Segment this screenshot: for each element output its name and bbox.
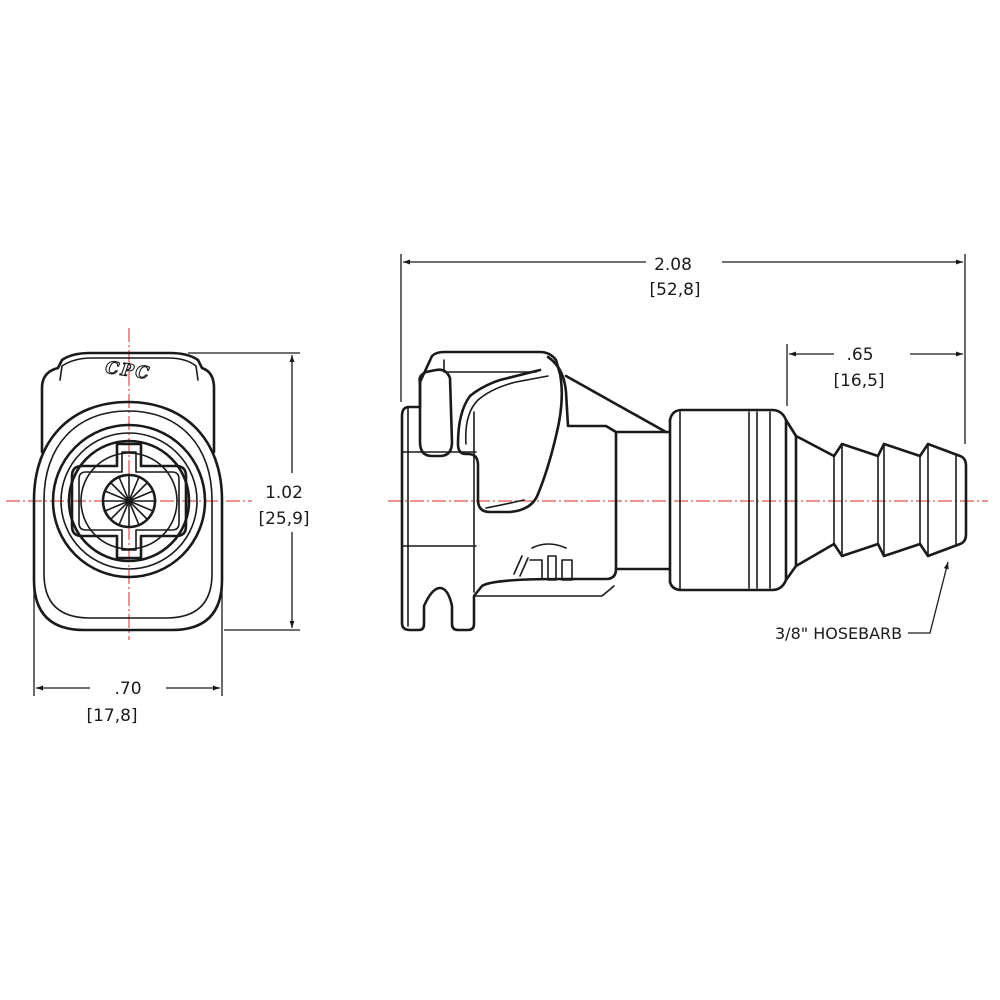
socket-ring-outer	[51, 423, 207, 579]
end-view-latch-body	[40, 351, 216, 454]
height-mm-label: [25,9]	[258, 509, 309, 529]
width-mm-label: [17,8]	[86, 706, 137, 726]
end-view-latch-cap	[59, 357, 199, 381]
barrel-grooves	[679, 411, 771, 589]
valve-cross-inner	[78, 451, 180, 551]
coupling-body-outline	[400, 355, 618, 632]
hosebarb-callout-label: 3/8" HOSEBARB	[775, 624, 902, 643]
end-view: CPC	[32, 351, 224, 632]
hose-barb	[794, 434, 968, 568]
overall-length-mm-label: [52,8]	[649, 280, 700, 300]
logo-text: CPC	[104, 358, 152, 384]
latch-finger-tab	[418, 368, 454, 458]
socket-ring-inner	[67, 439, 191, 563]
valve-center	[101, 473, 157, 529]
dimension-height: 1.02 [25,9]	[188, 352, 310, 631]
molded-marking	[513, 543, 573, 581]
socket-ring-core	[80, 452, 178, 550]
latch-ramp	[564, 374, 668, 434]
valve-star	[103, 475, 155, 527]
barb-length-mm-label: [16,5]	[833, 371, 884, 391]
side-view	[400, 350, 968, 632]
barrel	[668, 408, 788, 592]
neck-tube	[614, 418, 672, 584]
latch-button	[418, 350, 564, 514]
barb-length-inch-label: .65	[846, 345, 873, 365]
end-view-housing-outer	[32, 400, 224, 632]
end-view-housing-inner	[43, 410, 213, 619]
hose-barb-ribs	[833, 443, 957, 557]
barb-collar	[784, 418, 798, 582]
hosebarb-callout: 3/8" HOSEBARB	[775, 561, 949, 643]
valve-cross	[70, 442, 188, 560]
latch-button-inner	[464, 375, 549, 509]
overall-length-inch-label: 2.08	[654, 255, 692, 275]
latch-slot	[443, 359, 537, 373]
dimension-width: .70 [17,8]	[33, 582, 223, 726]
dimension-overall-length: 2.08 [52,8]	[400, 254, 966, 444]
width-inch-label: .70	[114, 679, 141, 699]
dimension-barb-length: .65 [16,5]	[786, 344, 963, 406]
height-inch-label: 1.02	[265, 483, 303, 503]
socket-ring-middle	[60, 432, 198, 570]
coupling-face-steps	[401, 451, 615, 597]
